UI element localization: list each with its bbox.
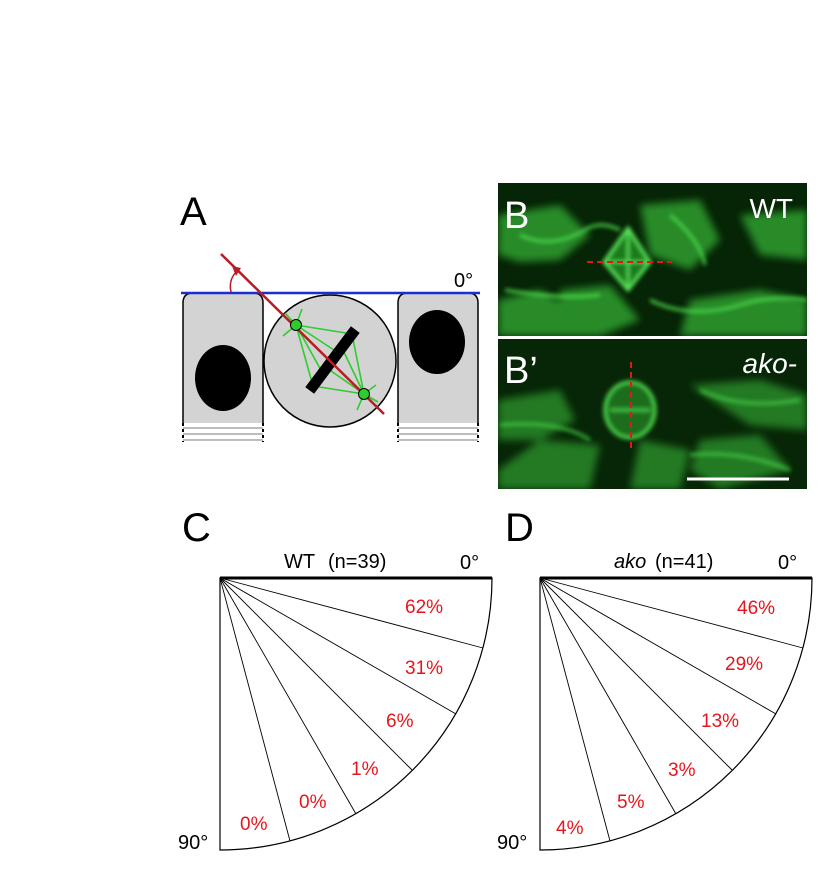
panel-d-letter: D [505,506,534,550]
panel-c-percentage: 0% [299,792,327,813]
panel-a-letter: A [180,190,207,234]
panel-c-percentage: 6% [386,711,414,732]
centrosome-top [290,319,302,331]
panel-d-percentage: 3% [668,760,696,781]
panel-c-rose-diagram: WT (n=39) 0° 90° 62% 31% 6% 1% 0% 0% [178,551,493,854]
panel-d-percentage: 13% [701,711,739,732]
panel-c-title-n: (n=39) [328,551,386,573]
panel-c-percentage: 1% [351,759,379,780]
panel-d-title-n: (n=41) [655,551,713,573]
panel-d-percentage: 29% [725,654,763,675]
panel-c-zero-degree-label: 0° [460,552,479,574]
panel-d-zero-degree-label: 0° [778,552,797,574]
right-cell-base-lines [397,423,479,442]
angle-arrowhead [232,266,241,276]
panel-d-percentages: 46% 29% 13% 3% 5% 4% [556,598,775,839]
panel-b-prime-condition: ako- [743,348,797,379]
panel-a-schematic: 0° [181,253,480,442]
panel-c-quadrant [219,577,493,851]
panel-d-sector-lines [539,577,804,842]
panel-d-ninety-degree-label: 90° [497,832,527,854]
panel-b-micrograph: B WT [498,183,807,336]
panel-b-prime-micrograph: B’ ako- [498,339,807,489]
panel-d-percentage: 4% [556,818,584,839]
panel-d-percentage: 46% [737,598,775,619]
panel-b-condition: WT [749,193,793,224]
panel-c-percentages: 62% 31% 6% 1% 0% 0% [240,597,443,835]
panel-c-percentage: 31% [405,658,443,679]
panel-b-letter: B [504,195,529,237]
spindle-axis-line [220,253,385,415]
right-cell-nucleus [409,310,465,374]
panel-c-title-name: WT [284,551,315,573]
panel-c-percentage: 0% [240,814,268,835]
panel-c-letter: C [182,506,211,550]
panel-b-prime-letter: B’ [504,350,538,392]
panel-a-zero-degree-label: 0° [454,270,473,292]
panel-c-sector-lines [219,577,484,842]
panel-c-ninety-degree-label: 90° [178,832,208,854]
panel-c-percentage: 62% [405,597,443,618]
panel-d-rose-diagram: ako (n=41) 0° 90° 46% 29% 13% 3% 5% 4% [497,551,813,854]
left-cell-nucleus [195,345,251,411]
metaphase-plate [305,326,360,394]
panel-d-title-name: ako [614,551,646,573]
panel-d-quadrant [539,577,813,851]
centrosome-bottom [358,388,370,400]
panel-d-percentage: 5% [617,792,645,813]
left-cell-base-lines [182,423,264,442]
